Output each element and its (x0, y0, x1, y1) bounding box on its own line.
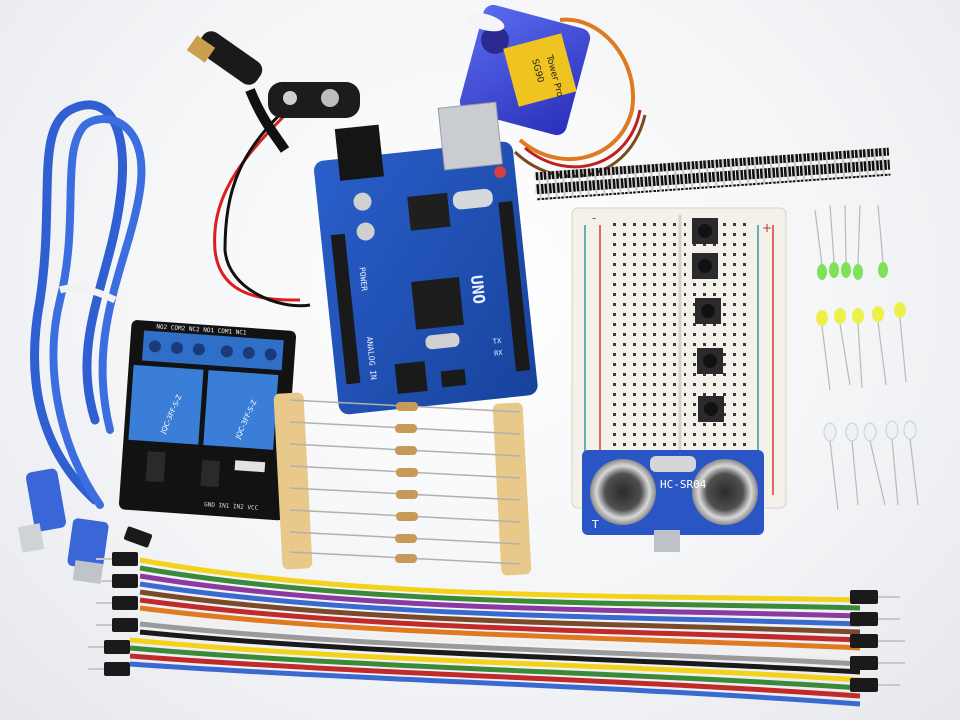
led-icon (903, 420, 919, 506)
board-uno-label: UNO (467, 274, 489, 305)
ultrasonic-sensor: HC-SR04 T (582, 450, 764, 552)
push-button[interactable] (692, 253, 718, 279)
led-icon (872, 306, 887, 386)
board-tx-label: TX (492, 337, 502, 346)
dc-barrel-jack (186, 31, 290, 153)
push-button[interactable] (697, 348, 723, 374)
usb-cable (17, 100, 146, 584)
led-icon (816, 310, 831, 391)
relay-bottom-pins-label: GND IN1 IN2 VCC (204, 501, 259, 512)
resistor-icon (289, 399, 521, 565)
led-icon (829, 204, 839, 278)
breadboard-plus-label: + (762, 221, 772, 235)
board-power-label: POWER (357, 267, 368, 292)
led-group-yellow (816, 302, 907, 391)
push-button[interactable] (695, 298, 721, 324)
sensor-t-label: T (591, 518, 599, 531)
push-button[interactable] (698, 396, 724, 422)
led-icon (823, 422, 839, 511)
jumper-wire-icon (850, 590, 905, 692)
sensor-model-label: HC-SR04 (660, 478, 707, 491)
breadboard: - + (571, 207, 787, 509)
push-button[interactable] (692, 218, 718, 244)
led-icon (877, 204, 888, 278)
resistor-strip (273, 392, 532, 576)
led-group-white (823, 420, 919, 511)
led-icon (853, 204, 863, 280)
relay-module: NO2 COM2 NC2 NO1 COM1 NC1 JQC-3FF-S-Z JQ… (118, 320, 297, 521)
led-icon (845, 422, 859, 506)
led-group-green (814, 204, 888, 280)
arduino-uno-board: UNO POWER ANALOG IN TX RX (314, 101, 538, 415)
jumper-wire-ribbon (88, 526, 905, 707)
led-icon (841, 204, 851, 278)
led-icon (852, 308, 864, 389)
led-icon (863, 422, 886, 506)
board-rx-label: RX (494, 349, 504, 358)
jumper-wire-icon (88, 526, 153, 676)
pin-header-strip (534, 147, 891, 201)
led-icon (894, 302, 907, 383)
breadboard-minus-label: - (592, 211, 596, 225)
led-icon (885, 420, 899, 506)
battery-clip (213, 82, 360, 308)
led-icon (834, 308, 851, 386)
led-icon (814, 209, 827, 280)
